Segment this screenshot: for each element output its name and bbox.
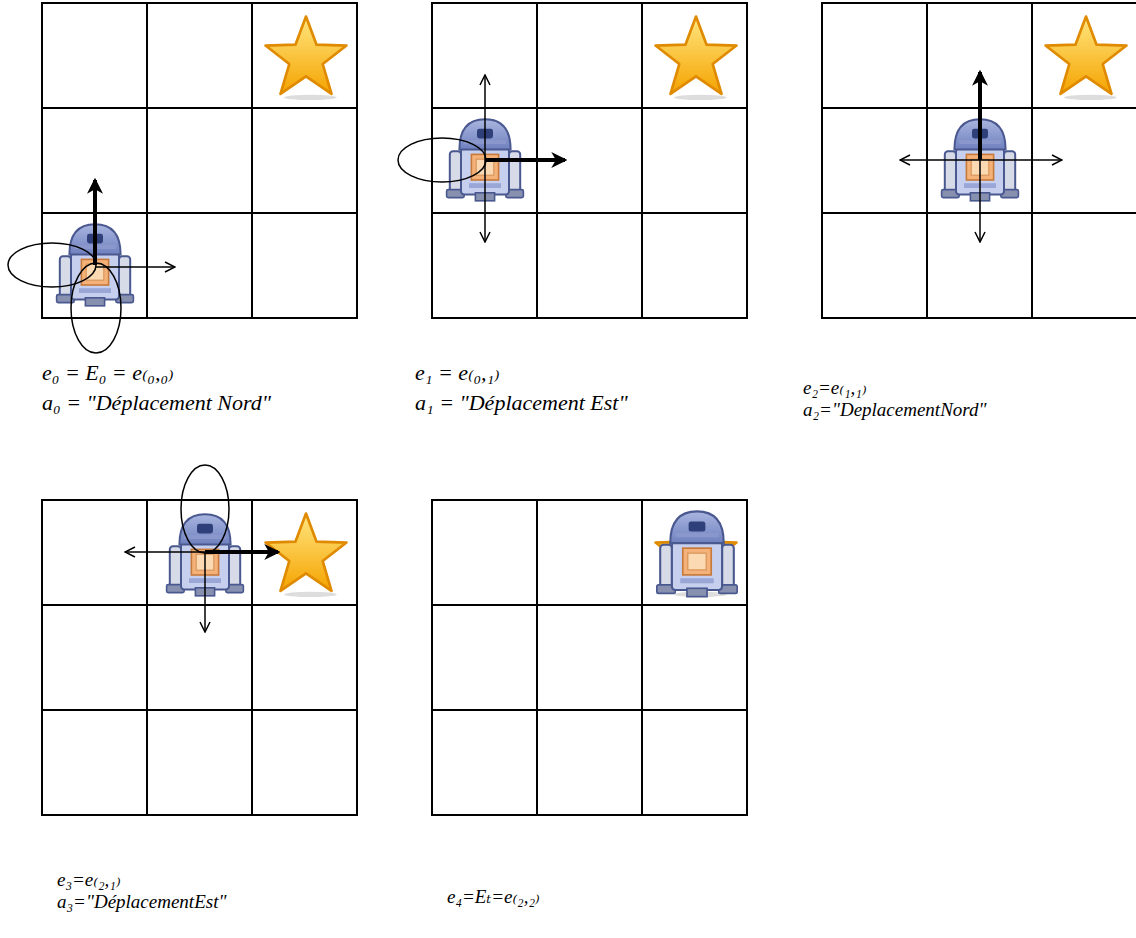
goal-star xyxy=(266,514,347,598)
action-label: a₀ = "Déplacement Nord" xyxy=(42,390,271,416)
robot-icon xyxy=(657,511,737,596)
action-label: a₁ = "Déplacement Est" xyxy=(415,390,628,416)
state-label: e₁ = e₍₀,₁₎ xyxy=(415,360,500,386)
action-label: a₃="DéplacementEst" xyxy=(57,891,226,913)
grids xyxy=(42,3,1136,815)
state-label: e₂=e₍₁,₁₎ xyxy=(803,376,867,399)
state-label: e₃=e₍₂,₁₎ xyxy=(57,868,121,891)
goal-star xyxy=(1046,17,1127,101)
action-arrows xyxy=(8,72,1062,632)
goal-star xyxy=(656,17,737,101)
state-label: e₀ = E₀ = e₍₀,₀₎ xyxy=(42,360,174,386)
action-label: a₂="DeplacementNord" xyxy=(803,399,986,421)
goal-star xyxy=(266,17,347,101)
state-label: e₄=Eₜ=e₍₂,₂₎ xyxy=(447,885,540,908)
